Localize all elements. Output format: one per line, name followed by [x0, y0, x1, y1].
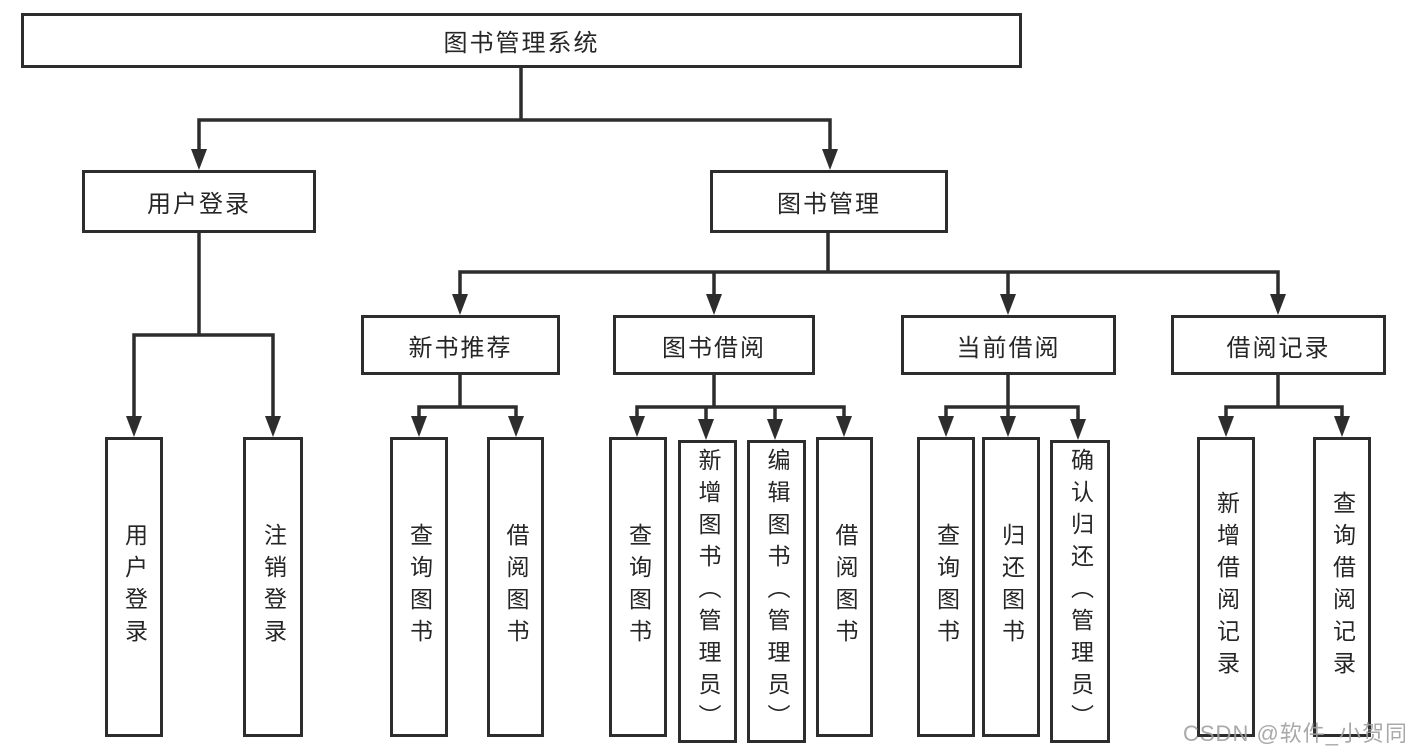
- leaf-nbr-borrow-books: 借阅图书: [487, 437, 544, 737]
- leaf-cb-return-books: 归还图书: [982, 437, 1040, 737]
- arrowhead-icon: [265, 416, 281, 437]
- leaf-bb-query-books-label: 查询图书: [625, 523, 652, 651]
- leaf-br-query-record: 查询借阅记录: [1313, 437, 1371, 737]
- node-root-system: 图书管理系统: [21, 13, 1022, 68]
- arrowhead-icon: [822, 149, 838, 170]
- node-new-book-recommend: 新书推荐: [361, 315, 560, 375]
- connector-current-borrow-to-leaves: [938, 373, 1086, 440]
- leaf-user-login-label: 用户登录: [121, 523, 148, 651]
- connector-borrow-records-to-leaves: [1218, 373, 1350, 437]
- leaf-cb-confirm-return-admin: 确认归还（管理员）: [1050, 440, 1110, 743]
- leaf-cb-query-books: 查询图书: [917, 437, 975, 737]
- node-current-borrowing-label: 当前借阅: [956, 334, 1061, 362]
- leaf-nbr-query-books: 查询图书: [390, 437, 448, 737]
- connector-root-to-level2: [191, 65, 838, 170]
- arrowhead-icon: [698, 419, 714, 440]
- arrowhead-icon: [706, 294, 722, 315]
- leaf-cb-return-books-label: 归还图书: [998, 523, 1025, 651]
- leaf-br-query-record-label: 查询借阅记录: [1329, 491, 1356, 683]
- node-root-label: 图书管理系统: [443, 30, 600, 57]
- arrowhead-icon: [1334, 416, 1350, 437]
- arrowhead-icon: [191, 149, 207, 170]
- leaf-bb-edit-books-admin: 编辑图书（管理员）: [747, 440, 806, 743]
- leaf-bb-add-books-admin: 新增图书（管理员）: [678, 440, 737, 743]
- node-current-borrowing: 当前借阅: [901, 315, 1116, 375]
- leaf-nbr-query-books-label: 查询图书: [406, 523, 433, 651]
- arrowhead-icon: [767, 419, 783, 440]
- arrowhead-icon: [836, 416, 852, 437]
- leaf-bb-edit-books-admin-label: 编辑图书（管理员）: [764, 447, 790, 736]
- leaf-br-add-record: 新增借阅记录: [1197, 437, 1255, 737]
- arrowhead-icon: [1270, 294, 1286, 315]
- node-borrowing-records-label: 借阅记录: [1226, 334, 1331, 362]
- arrowhead-icon: [629, 416, 645, 437]
- node-book-borrowing-label: 图书借阅: [662, 334, 766, 362]
- watermark: CSDN @软件_小贺同学: [1183, 721, 1405, 746]
- node-user-login-group: 用户登录: [82, 170, 316, 233]
- arrowhead-icon: [938, 416, 954, 437]
- leaf-user-login: 用户登录: [105, 437, 163, 737]
- arrowhead-icon: [1218, 416, 1234, 437]
- connector-book-borrow-to-leaves: [629, 373, 852, 440]
- node-borrowing-records: 借阅记录: [1171, 315, 1386, 375]
- node-book-management-group: 图书管理: [710, 170, 948, 233]
- leaf-cb-confirm-return-admin-label: 确认归还（管理员）: [1067, 447, 1094, 736]
- arrowhead-icon: [1070, 419, 1086, 440]
- node-book-borrowing: 图书借阅: [613, 315, 815, 375]
- arrowhead-icon: [452, 294, 468, 315]
- node-user-login-group-label: 用户登录: [147, 191, 251, 218]
- leaf-logout-label: 注销登录: [260, 523, 287, 651]
- node-book-management-group-label: 图书管理: [777, 191, 881, 218]
- arrowhead-icon: [411, 416, 427, 437]
- arrowhead-icon: [508, 416, 524, 437]
- leaf-bb-query-books: 查询图书: [609, 437, 667, 737]
- arrowhead-icon: [1000, 294, 1016, 315]
- leaf-bb-borrow-books: 借阅图书: [816, 437, 873, 737]
- leaf-br-add-record-label: 新增借阅记录: [1213, 491, 1240, 683]
- leaf-logout: 注销登录: [243, 437, 303, 737]
- leaf-bb-add-books-admin-label: 新增图书（管理员）: [695, 447, 721, 736]
- node-new-book-recommend-label: 新书推荐: [408, 334, 513, 362]
- leaf-bb-borrow-books-label: 借阅图书: [832, 523, 858, 651]
- connector-user-login-to-leaves: [126, 231, 281, 437]
- arrowhead-icon: [1000, 416, 1016, 437]
- arrowhead-icon: [126, 416, 142, 437]
- connector-book-mgmt-to-level3: [452, 231, 1286, 315]
- leaf-nbr-borrow-books-label: 借阅图书: [503, 523, 529, 651]
- connector-new-book-rec-to-leaves: [411, 373, 524, 437]
- leaf-cb-query-books-label: 查询图书: [933, 523, 960, 651]
